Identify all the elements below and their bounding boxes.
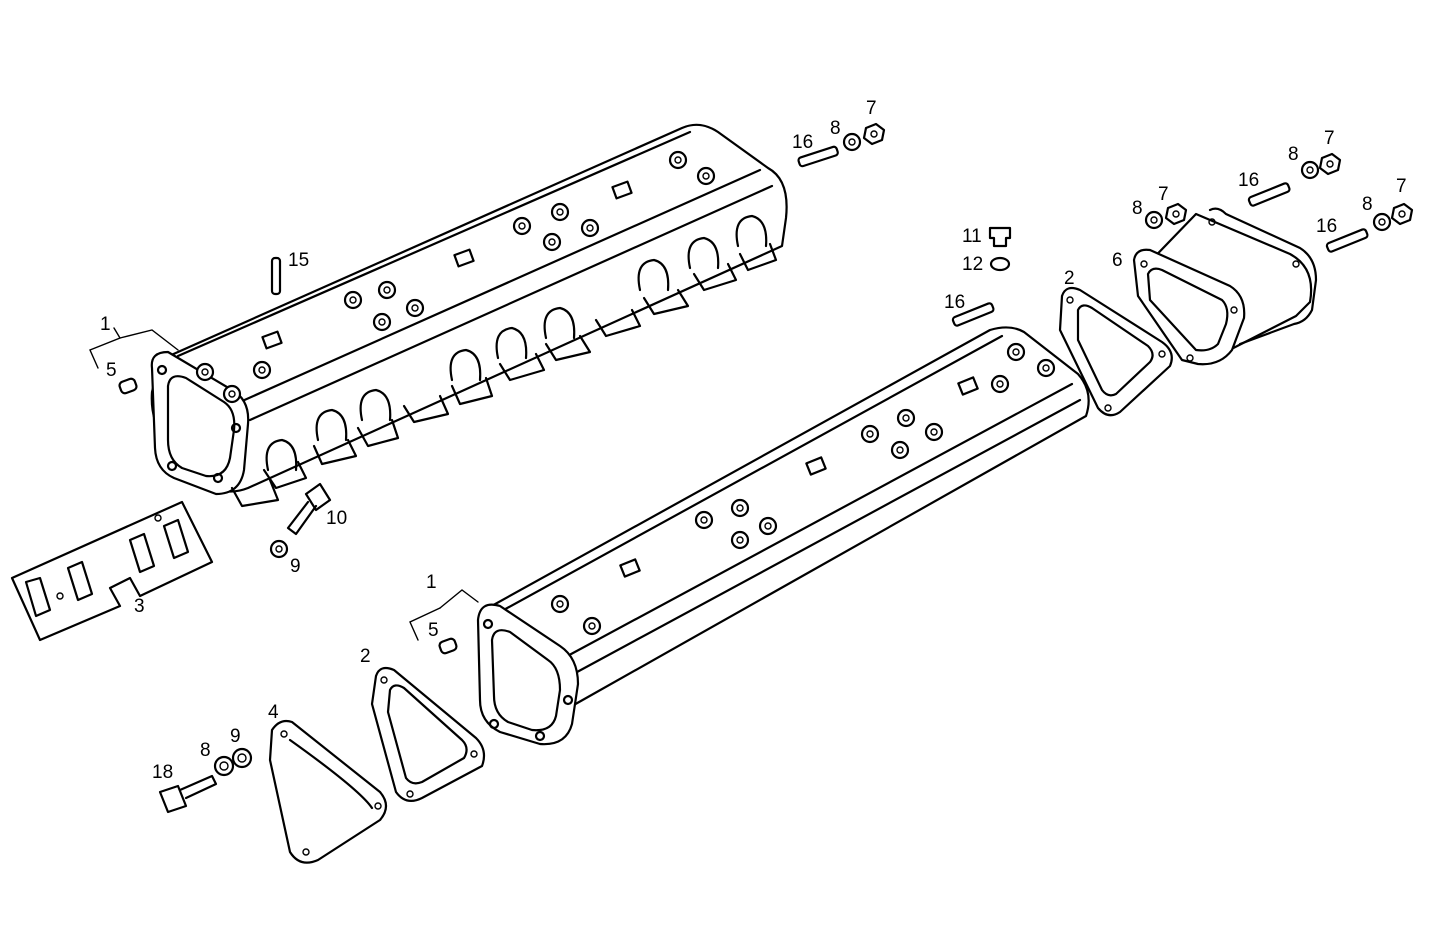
plug-5-lower xyxy=(438,637,458,655)
callout-9-upper: 9 xyxy=(290,556,301,577)
leader-lines xyxy=(89,327,479,641)
callout-7-c: 7 xyxy=(1324,128,1335,149)
callout-12: 12 xyxy=(962,254,983,275)
callout-4: 4 xyxy=(268,702,279,723)
washer-9-lower xyxy=(231,747,253,769)
callout-2-lower: 2 xyxy=(360,646,371,667)
callout-11: 11 xyxy=(962,226,982,247)
callout-8-a: 8 xyxy=(830,118,841,139)
plug-5-upper xyxy=(118,377,138,395)
callout-8-c: 8 xyxy=(1288,144,1299,165)
gasket-2-upper xyxy=(1058,286,1173,417)
callout-15: 15 xyxy=(288,250,309,271)
upper-exhaust-manifold xyxy=(150,123,788,508)
gasket-2-lower xyxy=(370,666,486,803)
callout-16-a: 16 xyxy=(792,132,813,153)
callout-7-d: 7 xyxy=(1396,176,1407,197)
callout-8-b: 8 xyxy=(1132,198,1143,219)
bolt-10 xyxy=(286,482,332,536)
callout-10: 10 xyxy=(326,508,347,529)
washer-9-upper xyxy=(269,539,289,559)
stud-15 xyxy=(270,256,282,296)
washer-12 xyxy=(989,256,1011,272)
callout-2-upper: 2 xyxy=(1064,268,1075,289)
plug-11 xyxy=(988,226,1012,248)
gasket-3 xyxy=(10,500,214,642)
washer-8-d xyxy=(1372,212,1392,232)
callout-16-b: 16 xyxy=(944,292,965,313)
callout-16-d: 16 xyxy=(1316,216,1337,237)
callout-3: 3 xyxy=(134,596,145,617)
stud-16-a xyxy=(797,145,839,168)
callout-18: 18 xyxy=(152,762,173,783)
washer-8-b xyxy=(1144,210,1164,230)
callout-8-d: 8 xyxy=(1362,194,1373,215)
adaptor-6 xyxy=(1132,207,1318,366)
washer-8-c xyxy=(1300,160,1320,180)
callout-1-upper: 1 xyxy=(100,314,111,335)
washer-8-a xyxy=(842,132,862,152)
bolt-18 xyxy=(158,774,218,814)
washer-8-e xyxy=(213,755,235,777)
stud-16-b xyxy=(951,302,995,327)
callout-8-e: 8 xyxy=(200,740,211,761)
nut-7-b xyxy=(1164,202,1188,226)
stud-16-d xyxy=(1325,228,1369,253)
stud-16-c xyxy=(1247,182,1291,207)
callout-5-upper: 5 xyxy=(106,360,117,381)
callout-16-c: 16 xyxy=(1238,170,1259,191)
callout-5-lower: 5 xyxy=(428,620,439,641)
callout-labels: 1 5 15 10 9 3 16 8 7 11 12 16 2 6 8 7 16… xyxy=(100,98,1407,783)
nut-7-d xyxy=(1390,202,1414,226)
callout-1-lower: 1 xyxy=(426,572,437,593)
callout-7-b: 7 xyxy=(1158,184,1169,205)
callout-7-a: 7 xyxy=(866,98,877,119)
nut-7-c xyxy=(1318,152,1342,176)
callout-9-lower: 9 xyxy=(230,726,241,747)
cover-plate-4 xyxy=(268,719,388,864)
nut-7-a xyxy=(862,122,886,146)
callout-6: 6 xyxy=(1112,250,1123,271)
lower-exhaust-manifold xyxy=(476,326,1090,746)
